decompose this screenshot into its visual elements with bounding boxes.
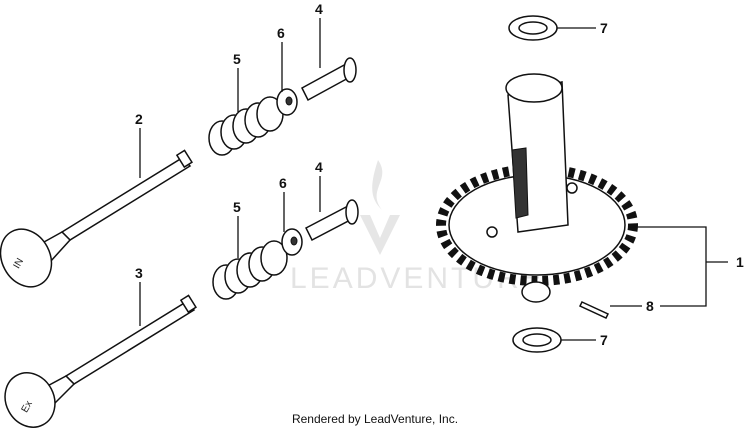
callout-7-top: 7 bbox=[600, 20, 608, 36]
spring-retainer-top bbox=[276, 88, 298, 116]
render-credit: Rendered by LeadVenture, Inc. bbox=[291, 412, 459, 426]
callout-4-bottom: 4 bbox=[315, 159, 323, 175]
callout-4-top: 4 bbox=[315, 1, 323, 17]
callout-1: 1 bbox=[736, 254, 744, 270]
leader-lines bbox=[139, 18, 728, 341]
exhaust-valve: Ex bbox=[4, 294, 197, 428]
intake-valve: IN bbox=[0, 149, 193, 288]
spring-retainer-bottom bbox=[281, 228, 303, 256]
thrust-washer-top bbox=[508, 15, 558, 41]
callout-6-bottom: 6 bbox=[279, 175, 287, 191]
flame-v-logo-icon bbox=[360, 160, 400, 255]
valve-spring-bottom bbox=[212, 240, 288, 300]
callout-3: 3 bbox=[135, 265, 143, 281]
thrust-washer-bottom bbox=[512, 327, 562, 353]
decompressor-pin bbox=[578, 301, 610, 319]
callout-2: 2 bbox=[135, 111, 143, 127]
valve-tappet-top bbox=[301, 57, 357, 102]
callout-7-bottom: 7 bbox=[600, 332, 608, 348]
callout-6-top: 6 bbox=[277, 25, 285, 41]
callout-5-bottom: 5 bbox=[233, 199, 241, 215]
callout-5-top: 5 bbox=[233, 51, 241, 67]
callout-8: 8 bbox=[646, 298, 654, 314]
callout-labels: 1 2 3 4 4 5 5 6 6 7 7 8 bbox=[135, 1, 744, 348]
camshaft-gear bbox=[436, 73, 638, 303]
intake-valve-mark: IN bbox=[12, 257, 27, 271]
exhaust-valve-mark: Ex bbox=[20, 399, 35, 415]
valve-spring-top bbox=[208, 96, 284, 156]
valve-tappet-bottom bbox=[305, 199, 359, 242]
